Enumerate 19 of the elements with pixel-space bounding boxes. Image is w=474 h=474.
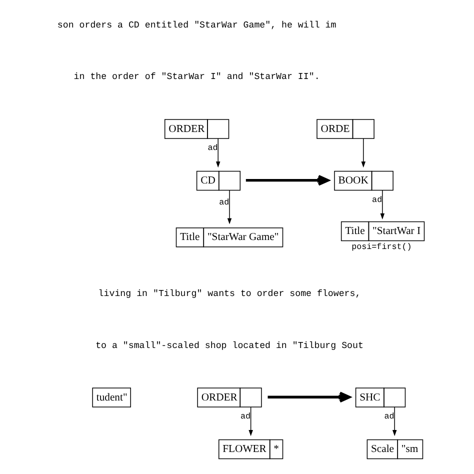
node-box: tudent" [92,388,130,408]
edge-label: ad [207,142,218,153]
label: in the order of "StarWar I" and "StarWar II". [73,71,320,82]
arrow [215,138,220,168]
node-label: posi=first() [351,242,412,252]
edge-label: ad [372,194,382,205]
edge-label: ad [384,411,394,422]
arrow [392,406,396,436]
label: son orders a CD entitled "StarWar Game", he will im [56,20,336,31]
label: living in "Tilburg" wants to order some flowers, [98,288,360,300]
arrow [248,406,252,436]
arrow [226,190,232,224]
arrow [360,138,366,168]
edge-label: ad [218,197,229,208]
arrow [380,190,384,220]
edge-label: ad [240,411,250,422]
arrow [267,392,350,403]
label: to a "small"-scaled shop located in "Tilburg Sout [95,340,363,351]
arrow [245,174,329,186]
